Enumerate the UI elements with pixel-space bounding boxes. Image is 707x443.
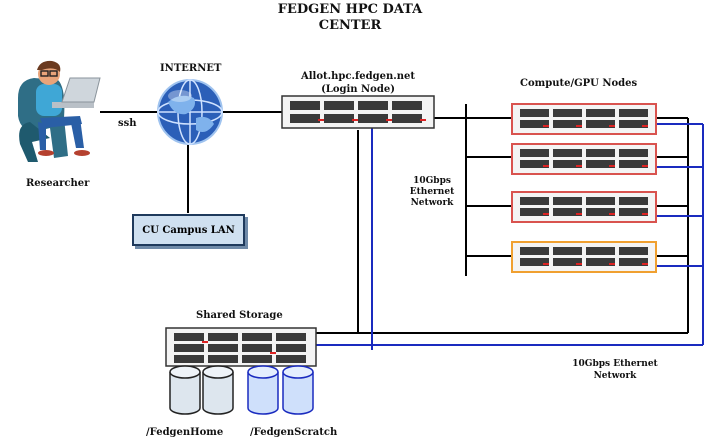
login-node-role: (Login Node) — [321, 84, 395, 95]
black-backbone — [316, 104, 689, 334]
title-line-2: CENTER — [318, 18, 382, 33]
campus-lan-box: CU Campus LAN — [132, 214, 245, 246]
scratch-disk-2 — [282, 365, 314, 415]
network-lower-line-2: Network — [593, 371, 637, 381]
home-disk-2 — [202, 365, 234, 415]
compute-nodes — [511, 103, 657, 273]
storage-array — [165, 327, 317, 367]
home-disk-1 — [169, 365, 201, 415]
volume-home-label: /FedgenHome — [146, 427, 224, 438]
login-node-hostname: Allot.hpc.fedgen.net — [301, 71, 415, 82]
login-node-label: Allot.hpc.fedgen.net (Login Node) — [288, 70, 428, 96]
network-upper-line-1: 10Gbps — [413, 176, 451, 186]
internet-label: INTERNET — [160, 63, 222, 74]
login-server — [281, 95, 435, 129]
diagram-title: FEDGEN HPC DATA CENTER — [270, 2, 430, 34]
compute-node-2 — [511, 143, 657, 175]
researcher-illustration — [18, 60, 101, 162]
scratch-disk-1 — [247, 365, 279, 415]
compute-nodes-label: Compute/GPU Nodes — [520, 78, 638, 89]
compute-node-1 — [511, 103, 657, 135]
network-label-lower: 10Gbps Ethernet Network — [560, 358, 670, 382]
network-upper-line-3: Network — [410, 198, 454, 208]
volume-scratch-label: /FedgenScratch — [250, 427, 338, 438]
title-line-1: FEDGEN HPC DATA — [277, 2, 423, 17]
globe-icon — [157, 79, 223, 145]
compute-node-3 — [511, 191, 657, 223]
campus-lan-label: CU Campus LAN — [142, 224, 235, 236]
ssh-label: ssh — [118, 118, 137, 129]
researcher-label: Researcher — [26, 178, 90, 189]
network-label-upper: 10Gbps Ethernet Network — [404, 176, 460, 209]
network-lower-line-1: 10Gbps Ethernet — [572, 359, 658, 369]
network-upper-line-2: Ethernet — [409, 187, 455, 197]
compute-node-4 — [511, 241, 657, 273]
shared-storage-label: Shared Storage — [196, 310, 283, 321]
blue-links — [316, 123, 704, 350]
